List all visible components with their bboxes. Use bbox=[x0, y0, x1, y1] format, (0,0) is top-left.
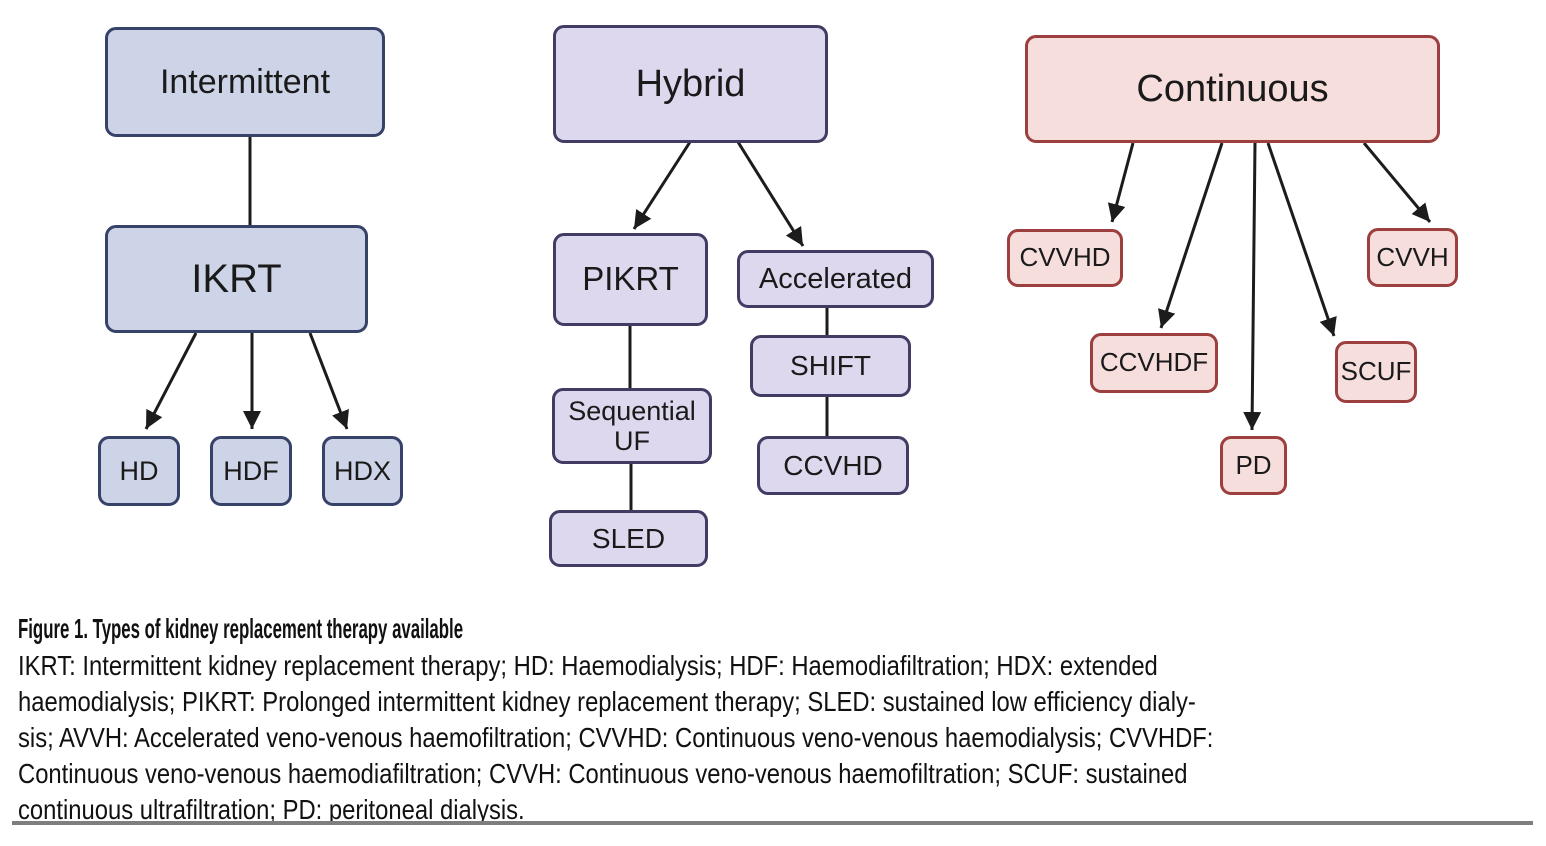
edge-continuous-scuf bbox=[1266, 142, 1337, 337]
edge-ikrt-hdx bbox=[308, 332, 349, 430]
caption-line-3: sis; AVVH: Accelerated veno-venous haemo… bbox=[18, 722, 1214, 753]
edge-continuous-cvvh bbox=[1362, 142, 1432, 223]
caption-line-4: Continuous veno-venous haemodiafiltratio… bbox=[18, 758, 1188, 789]
edge-continuous-cvvhd bbox=[1107, 142, 1135, 223]
edge-continuous-ccvhdf bbox=[1158, 142, 1224, 329]
edge-hybrid-accelerated bbox=[736, 141, 805, 247]
edge-continuous-pd bbox=[1243, 142, 1262, 431]
bottom-divider bbox=[12, 821, 1533, 825]
edge-hybrid-pikrt bbox=[632, 141, 692, 230]
caption-line-2: haemodialysis; PIKRT: Prolonged intermit… bbox=[18, 686, 1196, 717]
figure-caption-title: Figure 1. Types of kidney replacement th… bbox=[18, 613, 464, 644]
figure-caption: Figure 1. Types of kidney replacement th… bbox=[18, 612, 1424, 828]
edge-ikrt-hd bbox=[144, 332, 198, 430]
caption-line-1: IKRT: Intermittent kidney replacement th… bbox=[18, 650, 1158, 681]
caption-line-5: continuous ultrafiltration; PD: peritone… bbox=[18, 794, 525, 825]
